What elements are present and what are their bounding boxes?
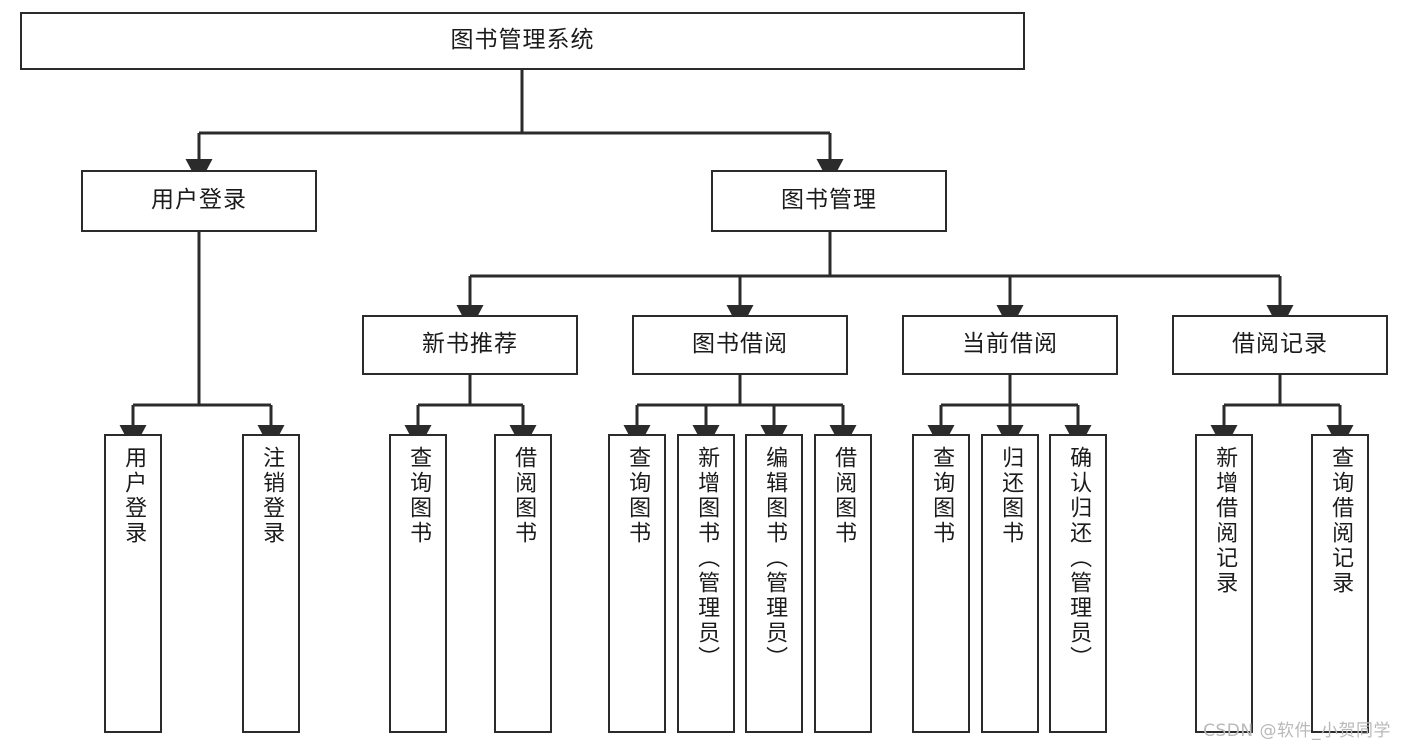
node-leaf-borrow-book-2-label: 借阅图书 (831, 446, 857, 546)
node-leaf-add-record-label: 新增借阅记录 (1212, 446, 1238, 596)
node-leaf-confirm-return-label: 确认归还（管理员） (1066, 446, 1092, 671)
node-borrow-record-label: 借阅记录 (1232, 331, 1328, 358)
node-leaf-borrow-book-2[interactable]: 借阅图书 (814, 434, 872, 733)
node-leaf-query-book-3-label: 查询图书 (929, 446, 955, 546)
node-book-manage[interactable]: 图书管理 (711, 170, 947, 232)
node-leaf-query-book-1-label: 查询图书 (406, 446, 432, 546)
node-leaf-user-login-label: 用户登录 (121, 446, 147, 546)
node-leaf-query-book-2-label: 查询图书 (625, 446, 651, 546)
node-book-borrow-label: 图书借阅 (692, 331, 788, 358)
node-new-book-recommend-label: 新书推荐 (422, 331, 518, 358)
node-book-manage-label: 图书管理 (781, 187, 877, 214)
node-leaf-return-book-label: 归还图书 (998, 446, 1024, 546)
node-leaf-edit-book-label: 编辑图书（管理员） (762, 446, 788, 671)
node-leaf-query-book-3[interactable]: 查询图书 (912, 434, 970, 733)
node-leaf-add-record[interactable]: 新增借阅记录 (1195, 434, 1253, 733)
node-leaf-add-book-label: 新增图书（管理员） (694, 446, 720, 671)
node-new-book-recommend[interactable]: 新书推荐 (362, 315, 578, 375)
node-root[interactable]: 图书管理系统 (20, 12, 1025, 70)
node-leaf-logout-label: 注销登录 (259, 446, 285, 546)
node-leaf-edit-book[interactable]: 编辑图书（管理员） (745, 434, 803, 733)
node-root-label: 图书管理系统 (450, 27, 595, 54)
node-user-login[interactable]: 用户登录 (81, 170, 317, 232)
node-leaf-add-book[interactable]: 新增图书（管理员） (677, 434, 735, 733)
node-leaf-return-book[interactable]: 归还图书 (981, 434, 1039, 733)
node-borrow-record[interactable]: 借阅记录 (1172, 315, 1388, 375)
node-leaf-query-record-label: 查询借阅记录 (1328, 446, 1354, 596)
node-leaf-query-book-1[interactable]: 查询图书 (389, 434, 447, 733)
node-user-login-label: 用户登录 (151, 187, 247, 214)
node-leaf-borrow-book-1-label: 借阅图书 (511, 446, 537, 546)
node-current-borrow[interactable]: 当前借阅 (902, 315, 1118, 375)
node-book-borrow[interactable]: 图书借阅 (632, 315, 848, 375)
node-leaf-logout[interactable]: 注销登录 (242, 434, 300, 733)
node-leaf-query-book-2[interactable]: 查询图书 (608, 434, 666, 733)
watermark: CSDN @软件_小贺同学 (1203, 721, 1391, 741)
node-leaf-query-record[interactable]: 查询借阅记录 (1311, 434, 1369, 733)
node-leaf-borrow-book-1[interactable]: 借阅图书 (494, 434, 552, 733)
node-leaf-confirm-return[interactable]: 确认归还（管理员） (1049, 434, 1107, 733)
node-leaf-user-login[interactable]: 用户登录 (104, 434, 162, 733)
node-current-borrow-label: 当前借阅 (962, 331, 1058, 358)
